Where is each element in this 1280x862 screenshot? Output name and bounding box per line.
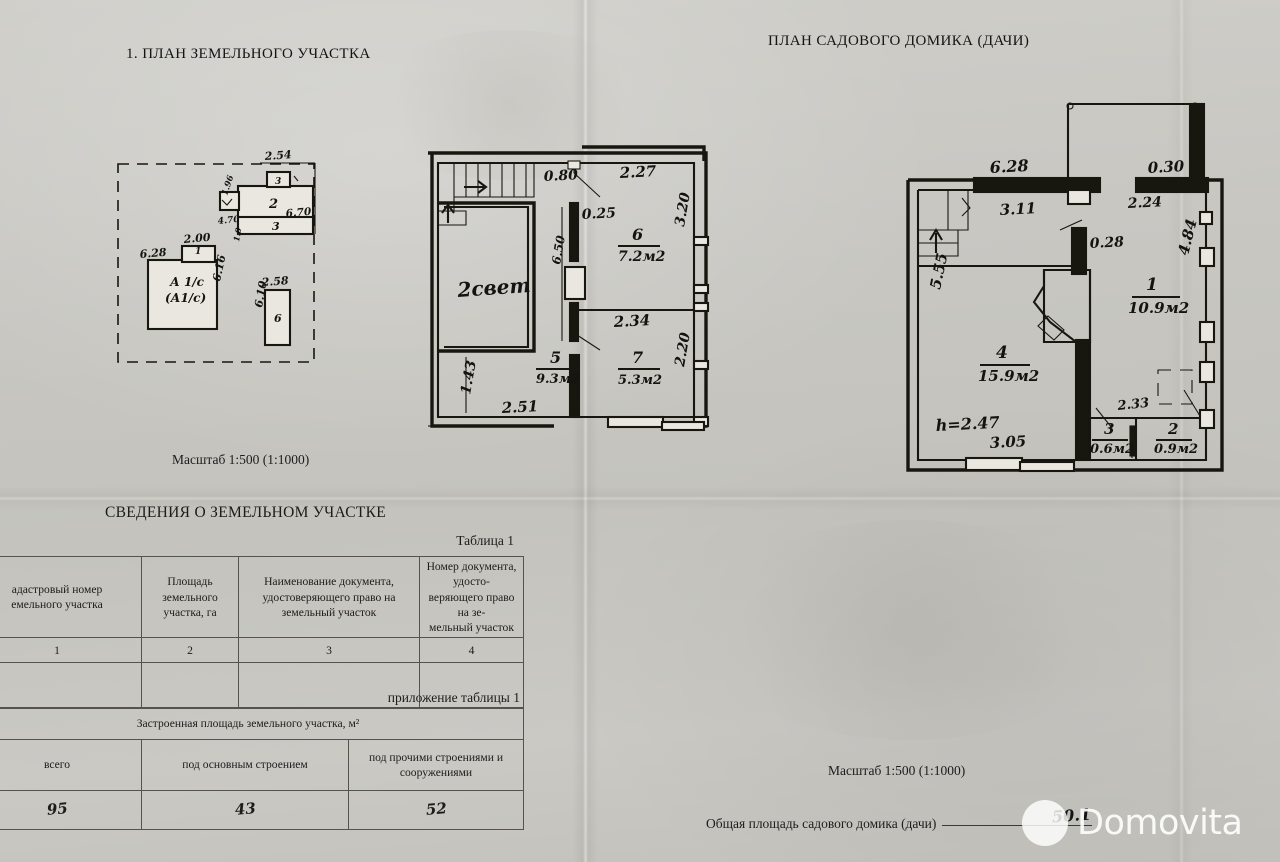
th-built-area: Застроенная площадь земельного участка, … [0, 708, 524, 740]
svg-text:0.6м2: 0.6м2 [1090, 442, 1134, 457]
right-floor-plan-drawing: 6.28 0.30 3.11 2.24 0.28 4.84 5.55 3.05 … [900, 90, 1230, 490]
dim-0-25: 0.25 [581, 205, 616, 223]
table-number-row: 1 2 3 4 [0, 637, 524, 664]
th-total: всего [0, 739, 142, 791]
dim-6-28: 6.28 [139, 246, 167, 261]
col-num-2: 2 [141, 637, 239, 664]
col-num-4: 4 [419, 637, 524, 664]
th-cadastral-number: адастровый номер емельного участка [0, 555, 142, 639]
svg-text:0.9м2: 0.9м2 [1154, 442, 1198, 457]
dim-6-70: 6.70 [285, 206, 312, 220]
room-label-3: 3 0.6м2 [1090, 420, 1134, 457]
dim-2-54: 2.54 [263, 148, 292, 163]
dim-3-05: 3.05 [989, 432, 1026, 452]
dim-4-84: 4.84 [1174, 217, 1200, 257]
table2-caption: приложение таблицы 1 [387, 690, 520, 705]
table1-caption: Таблица 1 [456, 533, 514, 548]
dim-2-20: 2.20 [672, 331, 694, 369]
th-doc-name: Наименование документа, удостоверяющего … [238, 555, 420, 639]
svg-text:1: 1 [1146, 275, 1158, 295]
room-label-4: 4 15.9м2 [978, 343, 1039, 385]
dim-3-20: 3.20 [672, 191, 694, 228]
table2-caption-row: Застроенная площадь земельного участка, … [0, 708, 524, 740]
dim-small-1: 1.0 [231, 226, 243, 242]
table2-value-row: 95 43 52 [0, 790, 524, 830]
dim-0-80: 0.80 [543, 167, 578, 185]
dim-0-28: 0.28 [1089, 234, 1124, 252]
dim-6-16: 6.16 [210, 253, 228, 282]
col-num-1: 1 [0, 637, 142, 664]
dim-5-55: 5.55 [926, 251, 951, 290]
svg-text:10.9м2: 10.9м2 [1128, 299, 1189, 317]
svg-text:5: 5 [550, 348, 561, 367]
svg-text:7.2м2: 7.2м2 [618, 249, 666, 265]
col-num-3: 3 [238, 637, 420, 664]
table2-header-row: всего под основным строением под прочими… [0, 739, 524, 791]
dim-2-51: 2.51 [500, 397, 538, 417]
room-label-6: 6 7.2м2 [618, 225, 666, 265]
svg-text:6: 6 [632, 225, 643, 244]
outbuilding-label-2: 2 [268, 197, 278, 212]
dim-2-33: 2.33 [1116, 396, 1150, 414]
dim-4-70: 4.70 [217, 215, 241, 227]
room-label-7: 7 5.3м2 [618, 348, 662, 388]
svg-text:5.3м2: 5.3м2 [618, 373, 662, 388]
left-plan-scale: Масштаб 1:500 (1:1000) [172, 452, 310, 467]
dim-2-34: 2.34 [612, 311, 650, 331]
building-label-6: 6 [274, 312, 282, 325]
dim-2-58: 2.58 [260, 274, 289, 289]
right-plan-scale: Масштаб 1:500 (1:1000) [828, 763, 966, 778]
table-row [0, 662, 524, 709]
cell-other-buildings: 52 [348, 790, 524, 830]
dim-2-27: 2.27 [618, 162, 657, 182]
total-area-value: 50.1 [1051, 804, 1092, 827]
svg-text:2: 2 [1167, 420, 1178, 438]
built-area-table: Застроенная площадь земельного участка, … [0, 708, 524, 830]
svg-text:15.9м2: 15.9м2 [978, 367, 1039, 385]
cell-main-building: 43 [141, 790, 349, 830]
th-doc-number: Номер документа, удосто- веряющего право… [419, 555, 524, 639]
svg-text:9.3м2: 9.3м2 [536, 372, 580, 387]
left-plan-title: 1. ПЛАН ЗЕМЕЛЬНОГО УЧАСТКА [126, 46, 371, 62]
dim-0-30: 0.30 [1147, 157, 1185, 177]
void-label: 2свет [456, 273, 532, 302]
dim-6-28: 6.28 [989, 156, 1029, 177]
outbuilding-label-3: 3 [272, 220, 280, 233]
cell-doc-number [419, 662, 524, 709]
building-label-1: 1 [195, 247, 201, 257]
th-main-building: под основным строением [141, 739, 349, 791]
room-label-2: 2 0.9м2 [1154, 420, 1198, 457]
main-building-label: А 1/с [169, 275, 205, 289]
dim-2-24: 2.24 [1126, 194, 1162, 212]
total-area-label: Общая площадь садового домика (дачи) [706, 816, 937, 831]
cell-area [141, 662, 239, 709]
room-label-5: 5 9.3м2 [536, 348, 580, 387]
th-other-buildings: под прочими строениями и сооружениями [348, 739, 524, 791]
right-plan-title: ПЛАН САДОВОГО ДОМИКА (ДАЧИ) [768, 33, 1030, 49]
table-header-row: адастровый номер емельного участка Площа… [0, 555, 524, 639]
cell-cadastral-number [0, 662, 142, 709]
land-info-table: адастровый номер емельного участка Площа… [0, 555, 524, 709]
dim-3-11: 3.11 [999, 199, 1036, 219]
land-plot-drawing: 2.54 2 6.70 3 3 4.70 1.96 1.0 2.00 6.28 … [110, 148, 340, 380]
cell-doc-name [238, 662, 420, 709]
section-title: СВЕДЕНИЯ О ЗЕМЕЛЬНОМ УЧАСТКЕ [105, 504, 387, 521]
svg-text:7: 7 [632, 348, 643, 367]
svg-text:4: 4 [996, 343, 1008, 363]
th-area: Площадь земельного участка, га [141, 555, 239, 639]
dim-2-00: 2.00 [182, 231, 211, 246]
total-area-rule [942, 825, 1093, 826]
cell-total: 95 [0, 790, 142, 830]
height-label: h=2.47 [935, 413, 1000, 435]
dim-6-10: 6.10 [252, 280, 270, 309]
svg-text:3: 3 [1104, 420, 1114, 438]
outbuilding-label-3-top: 3 [275, 177, 281, 187]
total-area-line: Общая площадь садового домика (дачи) [706, 816, 1093, 832]
center-floor-plan-drawing: 2свет 1.43 2.51 6.50 0.80 2.27 0.25 3.20… [422, 145, 722, 445]
room-label-1: 1 10.9м2 [1128, 275, 1189, 317]
dim-1-43: 1.43 [458, 359, 480, 396]
main-building-sublabel: (А1/с) [165, 291, 206, 305]
dim-6-50: 6.50 [549, 234, 568, 266]
